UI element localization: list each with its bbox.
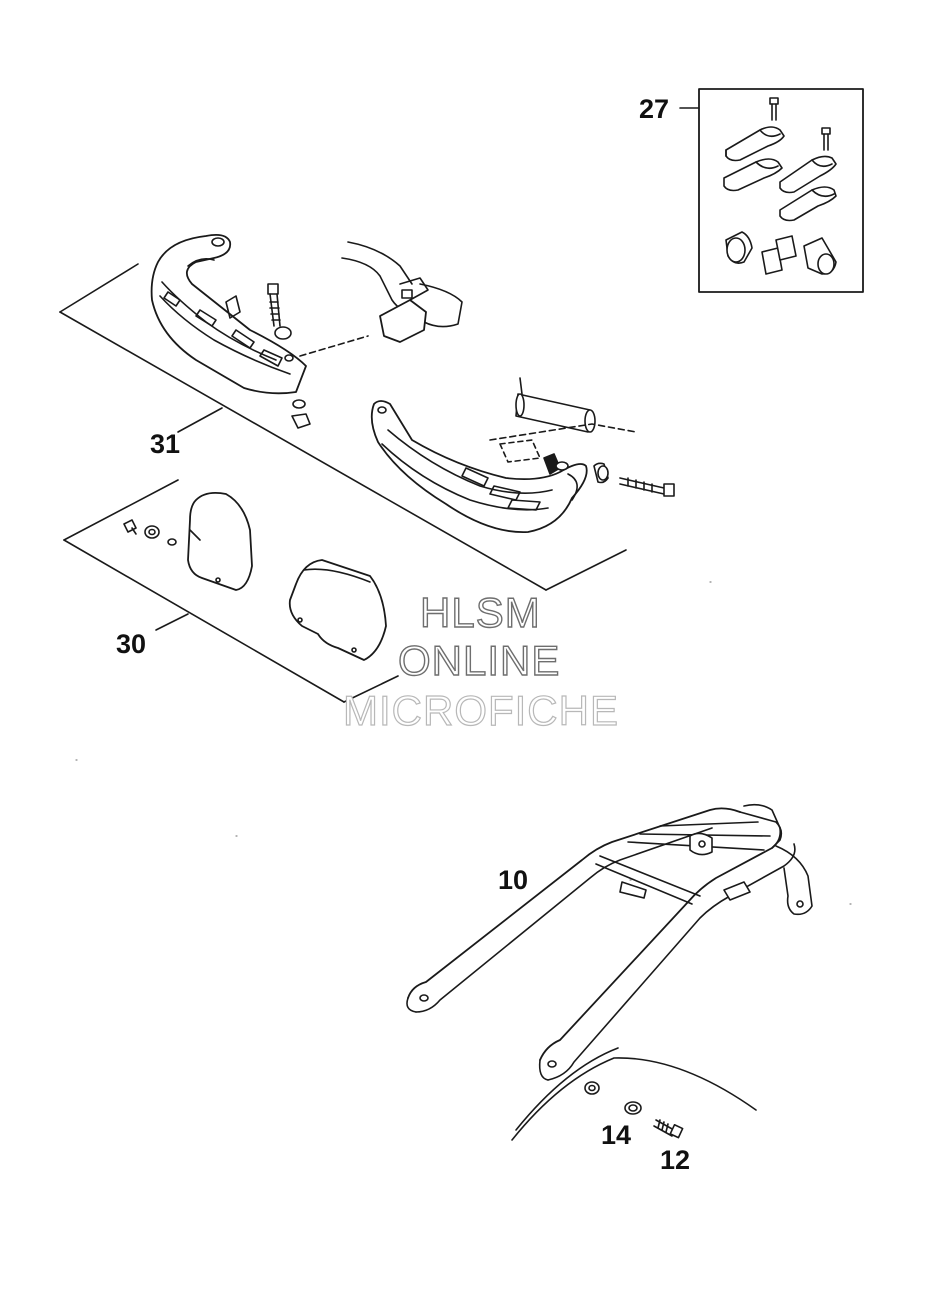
kit-bolt-right [822, 128, 830, 150]
kit-clamp-upper-right [780, 156, 836, 192]
kit-clamp-lower-right [780, 187, 836, 221]
part-31-right-bolt [544, 454, 674, 496]
part-14-washer[interactable] [625, 1102, 641, 1114]
kit-clamp-lower-left [724, 159, 782, 191]
part-31-left-bolt [268, 284, 310, 428]
kit-bushings [726, 232, 836, 274]
part-30-outline [64, 480, 398, 702]
kit-bolt-top [770, 98, 778, 120]
part-12-bolt[interactable] [654, 1120, 683, 1138]
part-27-mounting-kit[interactable] [680, 89, 863, 292]
callout-10[interactable]: 10 [498, 865, 529, 895]
callout-30[interactable]: 30 [116, 629, 147, 659]
watermark-line-2: ONLINE [397, 637, 561, 684]
part-30-hardware [124, 520, 176, 545]
part-31-handlebar-clamp [300, 242, 462, 356]
watermark-line-1: HLSM [419, 589, 541, 636]
part-31-right-grip [490, 378, 636, 462]
callout-27[interactable]: 27 [639, 94, 670, 124]
part-10-rear-carrier[interactable] [407, 805, 812, 1080]
callout-12[interactable]: 12 [660, 1145, 691, 1175]
part-31-outline [60, 264, 626, 590]
kit-clamp-upper-left [726, 127, 784, 161]
part-31-left-handguard[interactable] [152, 235, 306, 393]
part-31-right-handguard[interactable] [372, 401, 587, 532]
callout-14[interactable]: 14 [601, 1120, 632, 1150]
part-30-right-windscreen[interactable] [290, 560, 386, 660]
fender [512, 1048, 756, 1140]
scan-dots [76, 582, 851, 904]
callout-31[interactable]: 31 [150, 429, 181, 459]
part-30-left-windscreen[interactable] [188, 493, 252, 590]
watermark-line-3: MICROFICHE [342, 687, 619, 734]
